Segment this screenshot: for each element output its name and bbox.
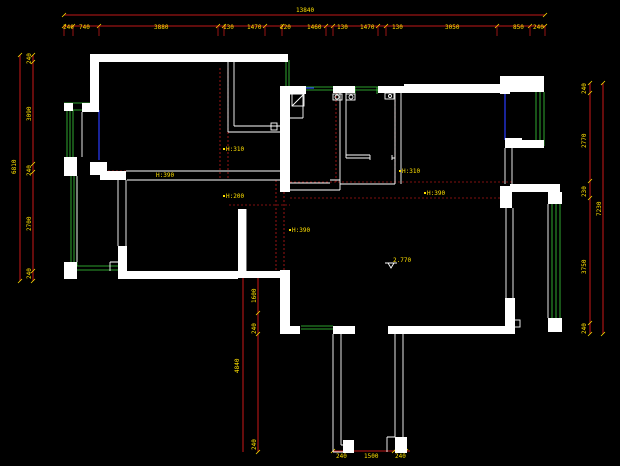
right-dimension-2: 2770 xyxy=(581,133,588,148)
window-left-lower xyxy=(70,176,118,271)
top-dimension-8: 130 xyxy=(337,24,348,31)
window-left-upper xyxy=(64,102,95,163)
top-dimension-9: 1470 xyxy=(360,24,375,31)
stair-total-dimension: 4840 xyxy=(234,358,241,373)
window-top-mid xyxy=(285,58,290,86)
stair-dimension-1: 1600 xyxy=(251,288,258,303)
stair-dimension-3: 240 xyxy=(251,439,258,450)
top-dimension-5: 1470 xyxy=(247,24,262,31)
top-dimension-13: 240 xyxy=(533,24,544,31)
right-dimension-chain: 240 2770 230 3750 240 7230 xyxy=(581,80,606,337)
top-dimension-7: 1460 xyxy=(307,24,322,31)
walls xyxy=(64,54,562,453)
right-dimension-5: 240 xyxy=(581,323,588,334)
left-dimension-5: 240 xyxy=(26,268,33,279)
stair-dimension-chain: 4840 1600 240 240 xyxy=(234,271,261,455)
right-total-dimension: 7230 xyxy=(596,201,603,216)
top-dimension-6: 220 xyxy=(280,24,291,31)
wall-outlines xyxy=(76,62,549,453)
elevation-marker: 2.770 xyxy=(385,257,411,269)
top-dimension-10: 130 xyxy=(392,24,403,31)
beam-label-3: H:200 xyxy=(226,193,244,200)
stair-dimension-2: 240 xyxy=(251,323,258,334)
top-dimension-11: 3050 xyxy=(445,24,460,31)
left-total-dimension: 6810 xyxy=(11,159,18,174)
bottom-dimension-3: 240 xyxy=(395,453,406,460)
bottom-dimension-2: 1500 xyxy=(364,453,379,460)
beam-labels: H:310 H:390 H:200 H:390 H:310 H:390 xyxy=(156,146,445,234)
top-dimension-2: 740 xyxy=(79,24,90,31)
left-dimension-2: 3090 xyxy=(26,106,33,121)
glass-lines xyxy=(98,87,506,160)
top-total-dimension: 13840 xyxy=(296,7,314,14)
beam-label-5: H:310 xyxy=(402,168,420,175)
top-dimension-chain: 13840 240 740 3880 130 1470 220 1460 130… xyxy=(61,7,548,36)
left-dimension-3: 240 xyxy=(26,165,33,176)
beam-label-6: H:390 xyxy=(427,190,445,197)
left-dimension-4: 2700 xyxy=(26,216,33,231)
windows xyxy=(64,58,561,330)
right-dimension-4: 3750 xyxy=(581,259,588,274)
top-dimension-12: 850 xyxy=(513,24,524,31)
right-dimension-3: 230 xyxy=(581,186,588,197)
right-dimension-1: 240 xyxy=(581,83,588,94)
left-dimension-1: 240 xyxy=(26,53,33,64)
window-bottom xyxy=(301,325,333,330)
beam-label-1: H:310 xyxy=(226,146,244,153)
top-dimension-4: 130 xyxy=(223,24,234,31)
elevation-label: 2.770 xyxy=(393,257,411,264)
beam-label-2: H:390 xyxy=(156,172,174,179)
beam-lines xyxy=(100,68,512,272)
bottom-dimension-1: 240 xyxy=(336,453,347,460)
top-dimension-3: 3880 xyxy=(154,24,169,31)
window-right-lower xyxy=(551,203,561,320)
top-dimension-1: 240 xyxy=(63,24,74,31)
left-dimension-chain: 6810 240 3090 240 2700 240 xyxy=(11,52,36,284)
beam-label-4: H:390 xyxy=(292,227,310,234)
window-right-upper xyxy=(535,92,545,146)
